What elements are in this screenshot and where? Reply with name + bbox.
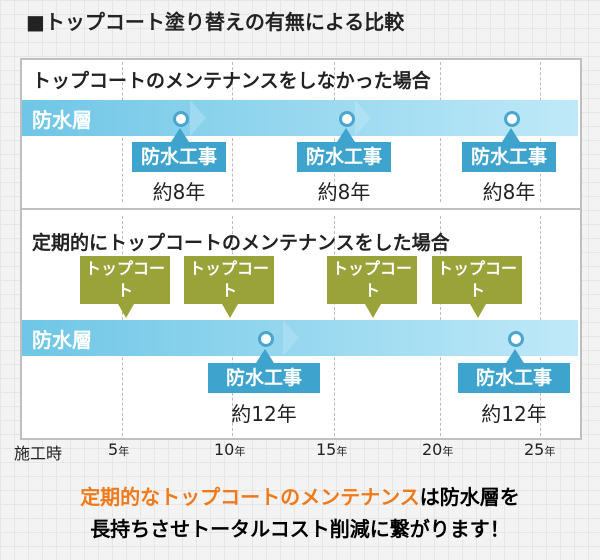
topcoat-3-line1: トップコート: [331, 259, 412, 300]
panel1-event-pointer-3: [502, 128, 520, 142]
topcoat-box-2: トップコート 塗り替え: [184, 256, 274, 322]
panel1-event-marker-2: [339, 111, 355, 127]
panel1-event-years-2: 約8年: [317, 180, 371, 204]
panel2-event-years-2: 約12年: [481, 402, 547, 426]
panel1-event-years-1: 約8年: [152, 180, 206, 204]
panel1-event-marker-3: [504, 111, 520, 127]
panel1-event-box-1: 防水工事: [132, 142, 226, 172]
topcoat-1-line1: トップコート: [84, 259, 165, 300]
topcoat-4-line1: トップコート: [436, 259, 517, 300]
page-title: ■トップコート塗り替えの有無による比較: [26, 10, 405, 34]
panel1-event-marker-1: [173, 111, 189, 127]
topcoat-pointer-1: [118, 304, 134, 318]
panel2-chevron-1: [283, 320, 299, 356]
axis-tick-10: 10年: [214, 440, 246, 459]
panel1-heading: トップコートのメンテナンスをしなかった場合: [32, 70, 431, 92]
panel1-event-box-3: 防水工事: [462, 142, 556, 172]
panel2-event-marker-1: [258, 331, 274, 347]
panel1-chevron-2: [355, 100, 371, 136]
panel2-event-box-1: 防水工事: [208, 363, 320, 393]
topcoat-2-line1: トップコート: [188, 259, 269, 300]
topcoat-box-1: トップコート 塗り替え: [80, 256, 170, 322]
panel1-chevron-1: [190, 100, 206, 136]
axis-tick-15: 15年: [316, 440, 348, 459]
panel1-event-pointer-2: [337, 128, 355, 142]
panel1-event-box-2: 防水工事: [297, 142, 391, 172]
axis-tick-20: 20年: [422, 440, 454, 459]
panel1-event-years-3: 約8年: [482, 180, 536, 204]
panel1-waterproof-band: [22, 100, 578, 136]
panel2-event-pointer-2: [506, 349, 524, 363]
footer-line-2: 長持ちさせトータルコスト削減に繋がります！: [90, 517, 510, 541]
footer-line1-rest: は防水層を: [419, 485, 520, 509]
axis-tick-5: 5年: [108, 440, 130, 459]
panel2-event-years-1: 約12年: [231, 402, 297, 426]
panel2-waterproof-band: [22, 320, 578, 356]
footer-line-1: 定期的なトップコートのメンテナンスは防水層を: [0, 482, 600, 512]
panel2-band-label: 防水層: [32, 328, 92, 352]
topcoat-pointer-4: [470, 304, 486, 318]
panel1-event-pointer-1: [171, 128, 189, 142]
panel2-event-pointer-1: [256, 349, 274, 363]
panel2-heading: 定期的にトップコートのメンテナンスをした場合: [32, 232, 450, 254]
axis-tick-25: 25年: [524, 440, 556, 459]
panel2-event-box-2: 防水工事: [458, 363, 570, 393]
topcoat-pointer-3: [365, 304, 381, 318]
topcoat-box-3: トップコート 塗り替え: [327, 256, 417, 322]
topcoat-box-4: トップコート 塗り替え: [432, 256, 522, 322]
panel1-band-label: 防水層: [32, 108, 92, 132]
axis-start-label: 施工時: [14, 444, 63, 463]
panel2-event-marker-2: [508, 331, 524, 347]
topcoat-pointer-2: [222, 304, 238, 318]
footer-highlight: 定期的なトップコートのメンテナンス: [80, 485, 420, 509]
